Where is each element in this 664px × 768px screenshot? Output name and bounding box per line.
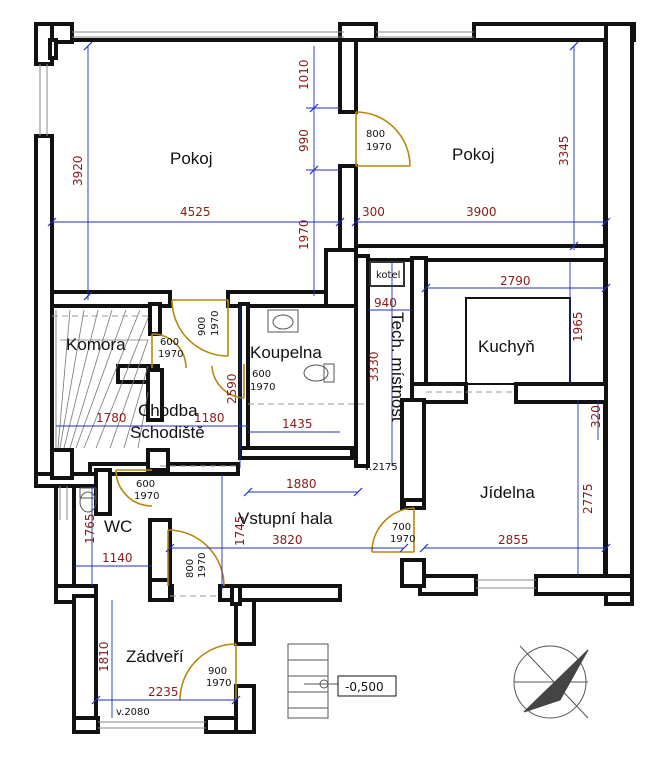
door-label: 600 xyxy=(136,479,155,490)
door-label: 700 xyxy=(392,522,411,533)
dim-3330: 3330 xyxy=(367,351,381,382)
dim-1965: 1965 xyxy=(571,311,585,342)
dim-1010: 1010 xyxy=(297,59,311,90)
room-labels: Pokoj Pokoj Komora Koupelna Chodba Schod… xyxy=(66,145,535,666)
door-label: 1970 xyxy=(197,553,208,578)
room-wc: WC xyxy=(104,517,132,536)
toilet-wc xyxy=(79,487,97,499)
dim-3920: 3920 xyxy=(71,155,85,186)
door-hala: 800 1970 xyxy=(167,529,225,587)
room-koupelna: Koupelna xyxy=(250,343,322,362)
height-note: v.2175 xyxy=(364,462,398,473)
room-tech: Tech. místnost xyxy=(388,312,407,422)
windows xyxy=(39,31,536,729)
door-koupelna: 600 1970 xyxy=(211,364,275,399)
room-pokoj-right: Pokoj xyxy=(452,145,495,164)
notes: kotel v.2175 v.2080 xyxy=(116,270,400,718)
dim-1970: 1970 xyxy=(297,219,311,250)
door-label: 1970 xyxy=(390,534,415,545)
room-zadveri: Zádveří xyxy=(126,647,184,666)
opening-lines xyxy=(52,315,516,597)
entrance-steps: -0,500 xyxy=(287,643,397,719)
dim-3345: 3345 xyxy=(557,135,571,166)
door-chodba-top: 900 1970 xyxy=(171,299,229,357)
toilet-koupelna xyxy=(323,363,335,383)
fixtures xyxy=(79,261,405,513)
door-komora: 600 1970 xyxy=(151,333,187,369)
room-jidelna: Jídelna xyxy=(480,483,535,502)
door-pokoj: 800 1970 xyxy=(355,111,411,167)
door-label: 600 xyxy=(160,337,179,348)
door-label: 900 xyxy=(208,666,227,677)
door-label: 1970 xyxy=(134,491,159,502)
dim-2790: 2790 xyxy=(500,274,531,288)
dim-2235: 2235 xyxy=(148,685,179,699)
door-label: 1970 xyxy=(210,311,221,336)
interior-walls xyxy=(48,38,608,606)
door-label: 800 xyxy=(185,559,196,578)
room-schodiste: Schodiště xyxy=(130,423,205,442)
door-label: 1970 xyxy=(250,382,275,393)
dim-320: 320 xyxy=(589,405,603,428)
dim-3820: 3820 xyxy=(272,533,303,547)
dim-1880: 1880 xyxy=(286,477,317,491)
door-label: 600 xyxy=(252,369,271,380)
room-vstupni-hala: Vstupní hala xyxy=(238,509,333,528)
room-kuchyn: Kuchyň xyxy=(478,337,535,356)
dimension-labels: 3920 4525 1010 990 1970 300 3900 3345 27… xyxy=(71,59,603,699)
level-box xyxy=(337,675,397,697)
kotel-box xyxy=(369,261,405,287)
dim-1780: 1780 xyxy=(96,411,127,425)
level-label: -0,500 xyxy=(345,680,384,694)
door-zadveri: 900 1970 xyxy=(179,643,237,701)
dim-2590: 2590 xyxy=(225,373,239,404)
staircase xyxy=(55,309,149,449)
doors: 800 1970 900 1970 600 1970 600 1970 600 … xyxy=(115,111,415,701)
dim-1810: 1810 xyxy=(97,641,111,672)
door-wc: 600 1970 xyxy=(115,469,159,507)
room-chodba: Chodba xyxy=(138,401,198,420)
sink xyxy=(267,309,299,333)
room-pokoj-left: Pokoj xyxy=(170,149,213,168)
dim-990: 990 xyxy=(297,129,311,152)
dim-1140: 1140 xyxy=(102,551,133,565)
door-label: 800 xyxy=(366,129,385,140)
dim-1765: 1765 xyxy=(83,513,97,544)
dim-2775: 2775 xyxy=(581,483,595,514)
dim-1745: 1745 xyxy=(233,515,247,546)
door-label: 1970 xyxy=(366,142,391,153)
door-jidelna: 700 1970 xyxy=(371,507,415,553)
dim-4525: 4525 xyxy=(180,205,211,219)
dim-2855: 2855 xyxy=(498,533,529,547)
door-label: 1970 xyxy=(158,349,183,360)
dim-1180: 1180 xyxy=(194,411,225,425)
door-label: 900 xyxy=(197,317,208,336)
room-komora: Komora xyxy=(66,335,126,354)
north-arrow-icon xyxy=(513,645,589,719)
dim-3900: 3900 xyxy=(466,205,497,219)
dim-940: 940 xyxy=(374,296,397,310)
door-label: 1970 xyxy=(206,678,231,689)
height-note: v.2080 xyxy=(116,707,150,718)
kotel-label: kotel xyxy=(376,270,400,281)
dimension-lines xyxy=(47,41,611,718)
dim-1435: 1435 xyxy=(282,417,313,431)
dim-300: 300 xyxy=(362,205,385,219)
